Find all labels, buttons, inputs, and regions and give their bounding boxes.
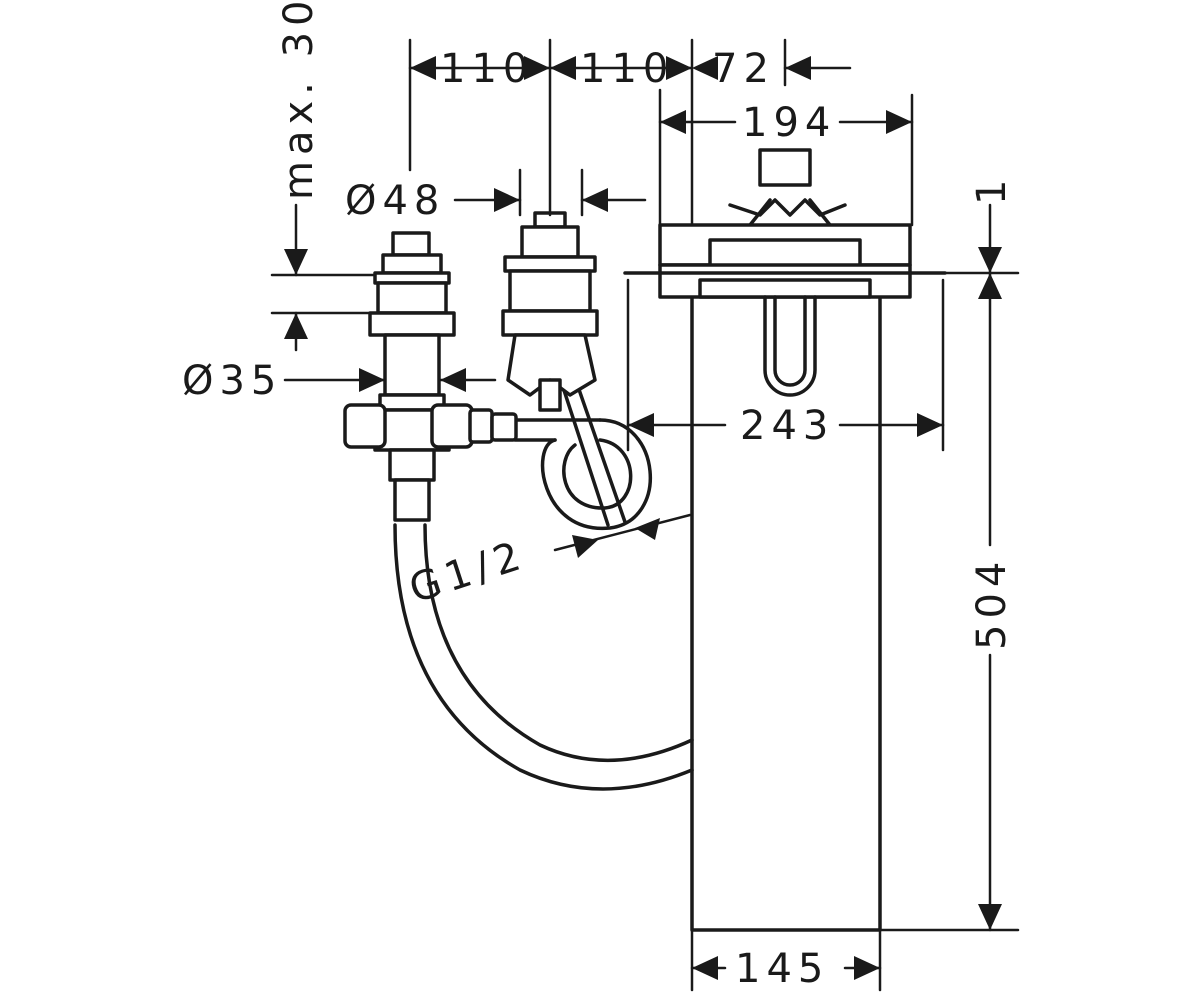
- dimension-1: [978, 203, 1002, 275]
- dimension-110-left: [408, 56, 552, 80]
- label-504: 504: [969, 556, 1015, 650]
- dimension-35: [283, 368, 497, 392]
- label-thread: G1/2: [404, 532, 532, 613]
- dimension-145: [690, 956, 882, 980]
- label-48: Ø48: [345, 178, 445, 224]
- label-1: 1: [969, 174, 1015, 205]
- dimension-max30: [284, 203, 308, 352]
- label-243: 243: [740, 403, 834, 449]
- pipe-loop: [513, 376, 653, 530]
- dimension-243: [626, 413, 945, 437]
- spout-body: [690, 268, 882, 932]
- dimension-110-right: [548, 56, 694, 80]
- dimension-labels: 110 110 72 194 Ø48 Ø35 243 145 504 1 max…: [182, 0, 1015, 992]
- label-194: 194: [742, 100, 836, 146]
- spout-handle: [623, 148, 947, 397]
- left-valve: [343, 231, 518, 522]
- extension-lines: [270, 38, 1020, 992]
- label-110-left: 110: [440, 46, 534, 92]
- connection-hose: [393, 523, 694, 791]
- dimension-thread: [553, 513, 692, 558]
- label-145: 145: [735, 946, 829, 992]
- middle-valve: [501, 211, 599, 412]
- dimension-48: [453, 188, 647, 212]
- label-max30: max. 30: [276, 0, 322, 200]
- label-110-right: 110: [580, 46, 674, 92]
- dimension-72: [692, 56, 852, 80]
- label-35: Ø35: [182, 358, 282, 404]
- dimension-504: [978, 271, 1002, 932]
- label-72: 72: [712, 46, 775, 92]
- dimension-194: [658, 110, 914, 134]
